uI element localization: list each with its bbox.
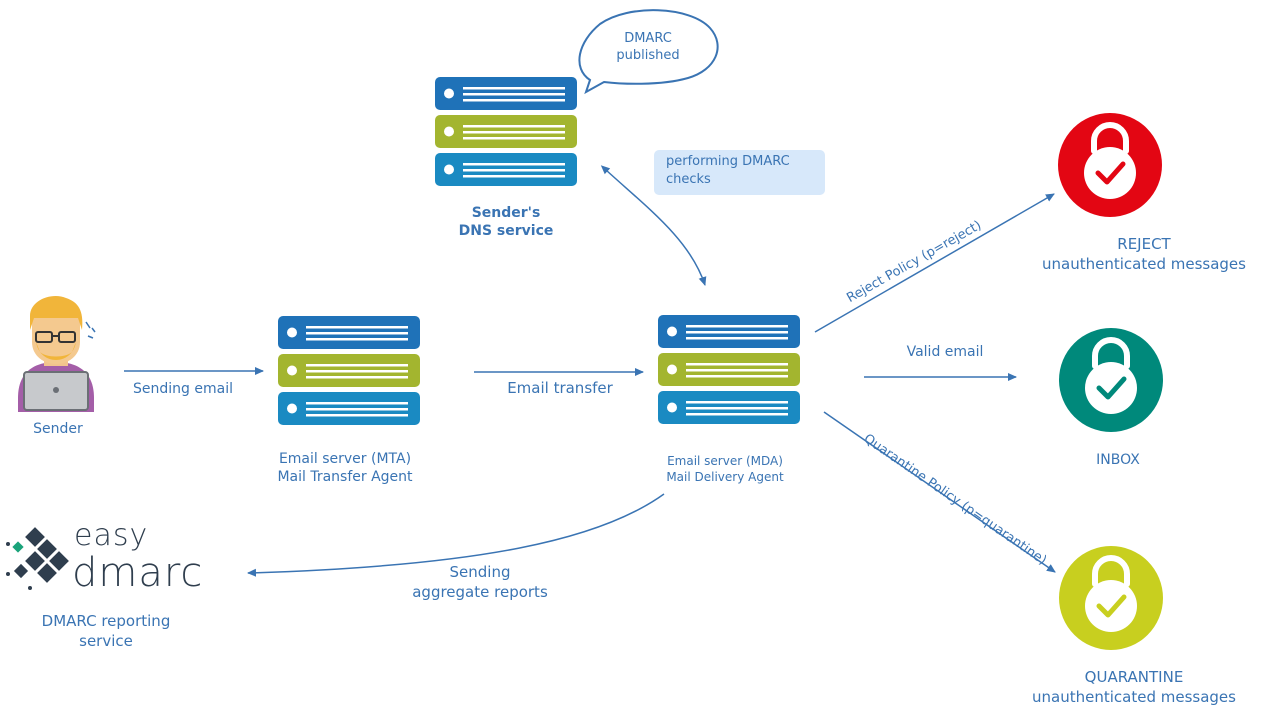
- dmarc-check-line2: checks: [666, 172, 711, 187]
- mda-line1: Email server (MDA): [667, 454, 783, 468]
- bubble-line2: published: [616, 48, 680, 63]
- reporting-line1: DMARC reporting: [41, 612, 171, 630]
- mta-label: Email server (MTA) Mail Transfer Agent: [259, 450, 431, 486]
- quarantine-lock-icon: [1059, 546, 1163, 650]
- mda-label: Email server (MDA) Mail Delivery Agent: [645, 453, 805, 485]
- reject-arrow: [814, 193, 1055, 333]
- speech-bubble-icon: [578, 9, 719, 95]
- inbox-lock-icon: [1059, 328, 1163, 432]
- reject-lock-icon: [1058, 113, 1162, 217]
- aggregate-line1: Sending: [449, 563, 511, 581]
- mta-server-icon: [278, 316, 420, 425]
- dns-service-line2: DNS service: [458, 223, 554, 239]
- sender-label: Sender: [33, 421, 83, 437]
- reject-label: REJECT unauthenticated messages: [1026, 234, 1262, 274]
- bubble-line1: DMARC: [624, 31, 672, 46]
- mda-server-icon: [658, 315, 800, 424]
- dmarc-check-note: performing DMARC checks: [654, 150, 825, 195]
- logo-dmarc-text: dmarc: [72, 550, 204, 596]
- email-transfer-label: Email transfer: [507, 379, 613, 397]
- mta-line2: Mail Transfer Agent: [277, 469, 413, 485]
- quarantine-line2: unauthenticated messages: [1032, 688, 1236, 706]
- easydmarc-logo-icon: [6, 527, 69, 590]
- dns-service-line1: Sender's: [471, 205, 541, 221]
- valid-email-label: Valid email: [906, 344, 984, 360]
- dns-check-arrow: [600, 165, 707, 286]
- aggregate-reports-arrow: [247, 493, 665, 577]
- dns-server-icon: [435, 77, 577, 186]
- mda-line2: Mail Delivery Agent: [666, 470, 784, 484]
- reject-line1: REJECT: [1117, 235, 1171, 253]
- aggregate-line2: aggregate reports: [412, 583, 548, 601]
- mta-line1: Email server (MTA): [278, 451, 412, 467]
- aggregate-reports-label: Sending aggregate reports: [395, 562, 565, 602]
- reporting-service-label: DMARC reporting service: [26, 611, 186, 651]
- sending-email-label: Sending email: [133, 381, 233, 397]
- quarantine-label: QUARANTINE unauthenticated messages: [1016, 667, 1252, 707]
- inbox-label: INBOX: [1096, 452, 1140, 468]
- dns-service-label: Sender's DNS service: [426, 204, 586, 240]
- dmarc-check-line1: performing DMARC: [666, 154, 790, 169]
- quarantine-arrow: [823, 411, 1056, 573]
- bubble-text: DMARC published: [598, 30, 698, 64]
- logo-easy-text: easy: [74, 518, 149, 553]
- quarantine-line1: QUARANTINE: [1084, 668, 1184, 686]
- reject-line2: unauthenticated messages: [1042, 255, 1246, 273]
- sender-person-icon: [18, 296, 96, 412]
- reporting-line2: service: [79, 632, 133, 650]
